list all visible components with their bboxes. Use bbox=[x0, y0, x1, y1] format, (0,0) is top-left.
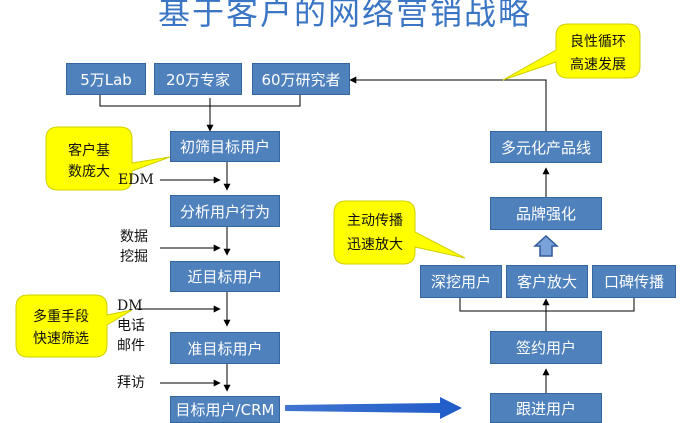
callout-virtuous-cycle-line1: 良性循环 bbox=[570, 34, 626, 50]
callout-active-spread-line1: 主动传播 bbox=[347, 213, 403, 229]
box-near-target-users: 近目标用户 bbox=[170, 261, 280, 292]
box-initial-target-users: 初筛目标用户 bbox=[170, 131, 280, 162]
box-follow-up-users: 跟进用户 bbox=[490, 393, 602, 423]
box-deep-mining-users: 深挖用户 bbox=[420, 265, 502, 298]
callout-customer-base: 客户基 数庞大 bbox=[45, 126, 171, 191]
box-brand-strengthening: 品牌强化 bbox=[490, 197, 602, 230]
label-mining: 挖掘 bbox=[120, 249, 148, 265]
box-5w-lab: 5万Lab bbox=[66, 63, 146, 95]
box-quasi-target-users: 准目标用户 bbox=[170, 332, 280, 364]
arrow-loop-back bbox=[349, 76, 547, 131]
box-diversified-product-line: 多元化产品线 bbox=[490, 131, 602, 163]
callout-multi-means: 多重手段 快速筛选 bbox=[15, 294, 133, 358]
box-60w-researchers: 60万研究者 bbox=[252, 63, 350, 95]
label-dm: DM bbox=[117, 298, 143, 314]
callout-multi-means-line2: 快速筛选 bbox=[33, 331, 89, 347]
connector-top-right bbox=[210, 95, 301, 107]
callout-virtuous-cycle: 良性循环 高速发展 bbox=[502, 23, 641, 81]
hollow-up-arrow bbox=[533, 234, 559, 257]
callout-active-spread: 主动传播 迅速放大 bbox=[333, 200, 466, 265]
label-visit: 拜访 bbox=[117, 375, 145, 391]
page-title: 基于客户的网络营销战略 bbox=[157, 0, 532, 32]
label-mail: 邮件 bbox=[117, 338, 145, 354]
callout-customer-base-line1: 客户基 bbox=[68, 142, 110, 159]
box-customer-expansion: 客户放大 bbox=[506, 265, 588, 298]
box-signed-users: 签约用户 bbox=[490, 331, 602, 364]
label-data: 数据 bbox=[120, 229, 148, 245]
connector-top-left bbox=[99, 95, 210, 107]
connector-sign-branches bbox=[459, 298, 635, 312]
label-edm: EDM bbox=[118, 172, 154, 188]
callout-multi-means-line1: 多重手段 bbox=[33, 308, 89, 325]
callout-active-spread-line2: 迅速放大 bbox=[347, 237, 403, 253]
box-analyze-user-behavior: 分析用户行为 bbox=[170, 195, 280, 227]
big-blue-arrow bbox=[285, 397, 462, 419]
box-20w-experts: 20万专家 bbox=[154, 63, 242, 95]
label-phone: 电话 bbox=[117, 318, 145, 334]
box-target-users-crm: 目标用户/CRM bbox=[170, 396, 280, 423]
box-word-of-mouth: 口碑传播 bbox=[592, 265, 676, 298]
callout-customer-base-line2: 数庞大 bbox=[68, 164, 110, 180]
callout-virtuous-cycle-line2: 高速发展 bbox=[570, 56, 626, 73]
